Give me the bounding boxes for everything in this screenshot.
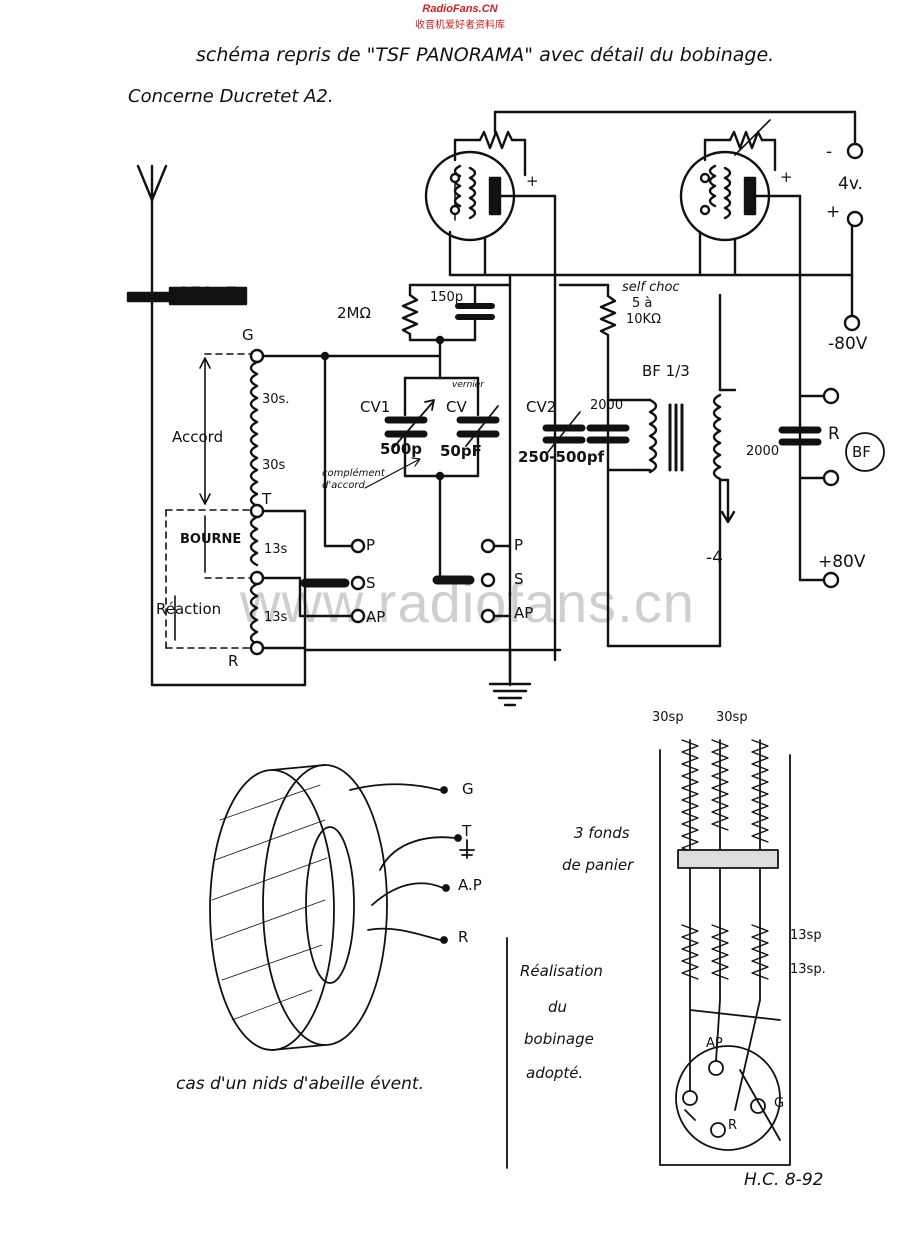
grid-resistor-label: 2MΩ: [337, 304, 371, 322]
coil-13s-a-label: 13s: [264, 542, 288, 557]
sketch-r-label: R: [458, 928, 469, 946]
coil-construction-drawing: [659, 739, 791, 1166]
13sp-a-label: 13sp: [790, 928, 822, 943]
grid-leak-network: [401, 283, 512, 380]
switch-ap1-label: AP: [366, 608, 386, 626]
complement-note: complément d'accord.: [322, 468, 385, 491]
coil-accord: [249, 348, 265, 656]
13sp-b-label: 13sp.: [790, 962, 826, 977]
site-header-title: RadioFans.CN: [422, 3, 498, 15]
coil-30s-b-label: 30s: [262, 458, 286, 473]
top-30sp-a-label: 30sp: [652, 710, 684, 725]
ground-symbol: [488, 682, 532, 707]
choke-5a-label: 5 à: [632, 296, 653, 311]
coil-t-label: T: [262, 490, 272, 508]
choke-10k-label: 10KΩ: [626, 312, 662, 327]
sketch-t-label: T: [462, 822, 472, 840]
switch-s1-label: S: [366, 574, 376, 592]
antenna-symbol: [136, 164, 168, 687]
coil-30s-a-label: 30s.: [262, 392, 290, 407]
bf-transformer: [638, 293, 737, 524]
cap-2000a-label: 2000: [590, 398, 624, 413]
neg4-label: -4: [706, 548, 723, 568]
switch-ap2-label: AP: [514, 604, 534, 622]
terminal-minus-label: -: [826, 142, 833, 162]
cv-note: vernier: [452, 380, 485, 390]
switch-s2-label: S: [514, 570, 524, 588]
coil-13s-b-label: 13s: [264, 610, 288, 625]
grid-cap-label: 150p: [430, 290, 464, 305]
antenna-cap-label: 150pF: [178, 284, 238, 304]
fonds-line2: de panier: [562, 856, 634, 874]
cv-label: CV: [446, 398, 467, 416]
reaction-label: Réaction: [156, 600, 222, 618]
output-r-label: R: [828, 424, 840, 444]
realisation-r-label: R: [728, 1118, 738, 1133]
sketch-g-label: G: [462, 780, 474, 798]
tuning-capacitors: [364, 376, 500, 582]
cv2-label: CV2: [526, 398, 557, 416]
cv1-value: 500p: [380, 440, 423, 458]
coil-g-label: G: [242, 326, 254, 344]
top-30sp-b-label: 30sp: [716, 710, 748, 725]
self-choc-label: self choc: [622, 280, 680, 295]
bf-transformer-label: BF 1/3: [642, 362, 690, 380]
realisation-line2: du: [548, 998, 568, 1016]
page-subtitle: Concerne Ducretet A2.: [128, 86, 334, 107]
cap-2000b-label: 2000: [746, 444, 780, 459]
output-bf-label: BF: [852, 443, 871, 461]
realisation-line3: bobinage: [524, 1030, 594, 1048]
terminal-plus-label: +: [826, 202, 841, 222]
sketch-caption: cas d'un nids d'abeille évent.: [176, 1074, 424, 1094]
realisation-line1: Réalisation: [520, 962, 603, 980]
fonds-line1: 3 fonds: [574, 824, 630, 842]
tube2-plus-label: +: [780, 168, 793, 186]
realisation-ap-label: AP: [706, 1036, 723, 1051]
terminal-4v-label: 4v.: [838, 174, 863, 194]
tube1-plus-label: +: [526, 172, 539, 190]
tube-detector: [424, 110, 557, 662]
signature: H.C. 8-92: [744, 1170, 824, 1190]
coil-r-label: R: [228, 652, 239, 670]
site-header-tagline: 收音机爱好者资料库: [415, 20, 505, 31]
switch-p2-label: P: [514, 536, 524, 554]
cv1-label: CV1: [360, 398, 391, 416]
honeycomb-coil-sketch: [209, 764, 475, 1051]
tube-amplifier: [679, 119, 802, 582]
cv2-value: 250-500pf: [518, 448, 605, 466]
terminal-plus80-label: +80V: [818, 552, 866, 572]
accord-label: Accord: [172, 428, 224, 446]
realisation-line4: adopté.: [526, 1064, 584, 1082]
switch-p1-label: P: [366, 536, 376, 554]
bourne-label: BOURNE: [180, 532, 242, 547]
terminal-minus80-label: -80V: [828, 334, 868, 354]
realisation-g-label: G: [774, 1096, 785, 1111]
sketch-ap-label: A.P: [458, 876, 482, 894]
cv-value: 50pF: [440, 442, 482, 460]
page-title: schéma repris de "TSF PANORAMA" avec dét…: [196, 44, 775, 66]
